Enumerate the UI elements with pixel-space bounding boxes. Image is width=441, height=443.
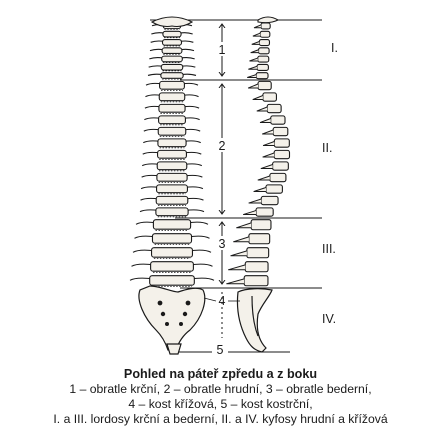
front-vertebra	[151, 40, 194, 46]
side-vertebra	[236, 220, 271, 230]
side-vertebra	[252, 40, 270, 46]
front-vertebra	[144, 116, 199, 125]
side-sacrum	[237, 289, 272, 352]
front-vertebra	[136, 220, 208, 231]
front-vertebra	[149, 64, 196, 70]
side-vertebra	[254, 23, 270, 29]
sacral-foramen	[158, 301, 162, 305]
side-sacrum-outline	[237, 289, 272, 352]
front-vertebra	[141, 185, 203, 194]
caption-line-1: 1 – obratle krční, 2 – obratle hrudní, 3…	[0, 382, 441, 397]
front-vertebra	[132, 262, 213, 273]
side-vertebra	[253, 31, 270, 37]
front-sacrum-outline	[139, 286, 205, 350]
side-vertebra	[248, 64, 268, 70]
front-vertebra	[148, 73, 196, 79]
side-vertebra	[228, 262, 268, 272]
side-vertebra	[243, 208, 273, 216]
caption-line-2: 4 – kost křížová, 5 – kost kostrční,	[0, 397, 441, 412]
front-vertebra	[143, 139, 200, 148]
side-vertebra	[247, 73, 268, 79]
side-atlas	[258, 17, 278, 23]
side-vertebra	[226, 276, 268, 286]
region-label-2: 2	[219, 139, 226, 153]
side-vertebra	[248, 81, 271, 89]
front-vertebra	[142, 162, 202, 171]
front-vertebra	[143, 150, 202, 159]
region-label-1: 1	[219, 43, 226, 57]
side-vertebra	[261, 162, 289, 170]
front-sacrum	[139, 286, 205, 354]
region-label-4: 4	[219, 294, 226, 308]
caption-title: Pohled na páteř zpředu a z boku	[0, 366, 441, 382]
sacral-foramen	[186, 301, 190, 305]
side-vertebra	[253, 93, 277, 101]
front-vertebra	[145, 104, 199, 113]
front-coccyx	[167, 344, 181, 354]
front-atlas	[152, 17, 192, 27]
caption-line-3: I. a III. lordosy krční a bederní, II. a…	[0, 412, 441, 427]
curve-labels: I. II. III. IV.	[322, 41, 338, 326]
curve-label-III: III.	[322, 242, 336, 256]
spine-diagram: 1 2 3 4 5 I. II. III. IV.	[0, 0, 441, 362]
front-vertebra	[141, 196, 204, 205]
leader-4	[204, 298, 216, 301]
front-vertebra	[144, 127, 200, 136]
curve-label-I: I.	[331, 41, 338, 55]
side-vertebra	[250, 56, 269, 62]
side-vertebra	[231, 248, 269, 258]
front-vertebra	[149, 56, 194, 62]
side-vertebra	[262, 127, 288, 135]
front-vertebra	[142, 173, 203, 182]
front-vertebra	[150, 48, 194, 54]
side-vertebra	[260, 116, 285, 124]
region-label-5: 5	[217, 343, 224, 357]
curve-label-II: II.	[322, 141, 332, 155]
front-vertebra	[151, 31, 192, 37]
front-vertebra	[130, 276, 214, 287]
front-vertebra	[133, 248, 211, 259]
curve-label-IV: IV.	[322, 312, 336, 326]
side-vertebra	[251, 48, 269, 54]
front-view-spine	[130, 17, 214, 287]
sacral-foramen	[183, 312, 186, 315]
side-vertebra	[263, 150, 290, 158]
side-vertebra	[257, 104, 281, 112]
sacral-foramen	[161, 312, 164, 315]
front-vertebra	[145, 93, 198, 102]
front-vertebra	[135, 234, 210, 245]
sacral-foramen	[166, 323, 169, 326]
side-view-spine	[226, 17, 289, 286]
side-vertebra	[233, 234, 269, 244]
front-vertebra	[146, 81, 198, 90]
side-vertebra	[263, 139, 289, 147]
figure-caption: Pohled na páteř zpředu a z boku 1 – obra…	[0, 366, 441, 427]
side-vertebra	[249, 196, 278, 204]
side-vertebra	[254, 185, 283, 193]
sacral-foramen	[180, 323, 183, 326]
region-label-3: 3	[219, 237, 226, 251]
side-vertebra	[258, 173, 286, 181]
front-vertebra	[140, 208, 204, 217]
